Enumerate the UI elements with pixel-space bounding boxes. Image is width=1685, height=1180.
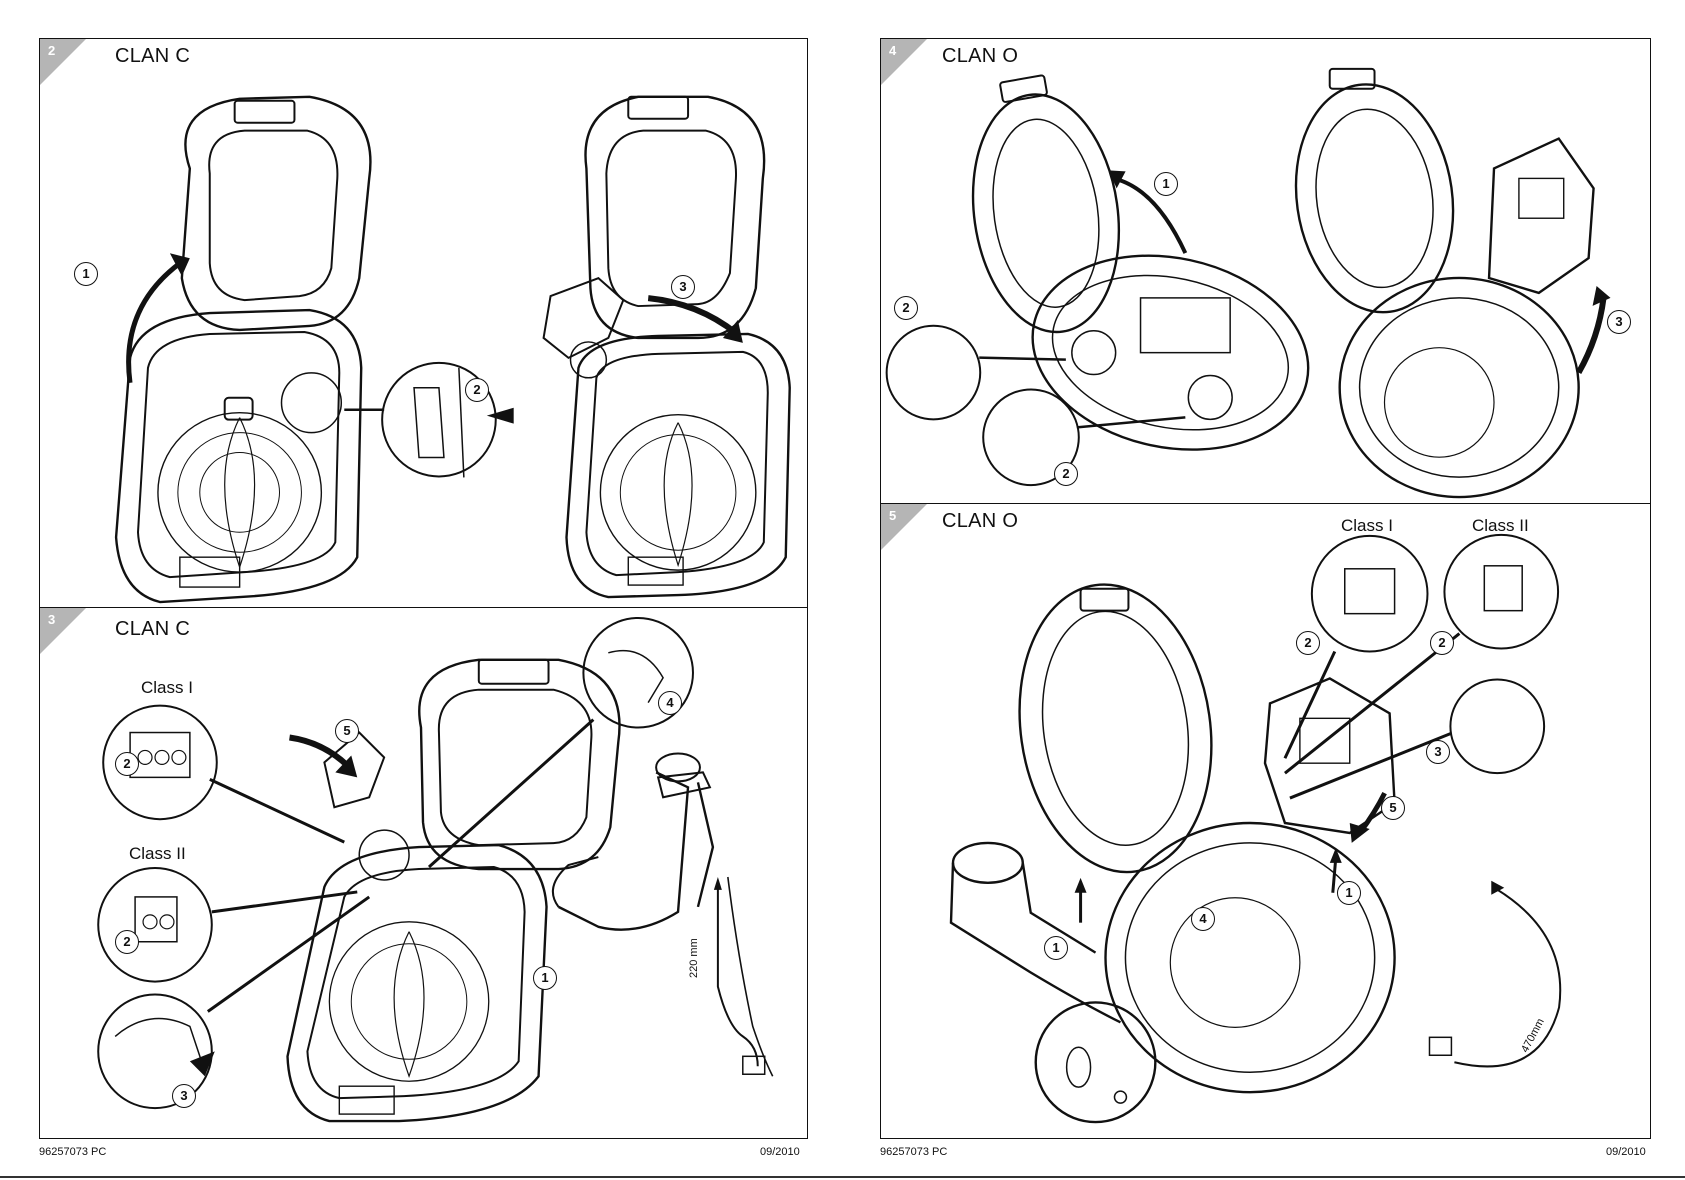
callout-2-lower: 2: [1054, 462, 1078, 486]
footer-code: 96257073 PC: [880, 1146, 947, 1158]
callout-1-arm: 1: [1044, 936, 1068, 960]
callout-1: 1: [74, 262, 98, 286]
housing-removal-illustration: [881, 39, 1650, 504]
wiring-connection-illustration: [40, 608, 807, 1138]
callout-1: 1: [1154, 172, 1178, 196]
callout-3: 3: [1426, 740, 1450, 764]
bottom-edge-rule: [0, 1176, 1685, 1178]
footer-date: 09/2010: [1606, 1146, 1646, 1158]
callout-2-class-ii: 2: [1430, 631, 1454, 655]
panel-step-2: 2 CLAN C: [39, 38, 808, 609]
left-page: 2 CLAN C: [0, 0, 842, 1180]
callout-2-class-i: 2: [1296, 631, 1320, 655]
cable-length-label: 220 mm: [688, 938, 700, 978]
callout-1-gear: 1: [1337, 881, 1361, 905]
right-page: 4 CLAN O: [843, 0, 1685, 1180]
panel-step-5: 5 CLAN O Class I Class II: [880, 503, 1651, 1139]
callout-2: 2: [465, 378, 489, 402]
callout-2-class-ii: 2: [115, 930, 139, 954]
panel-step-4: 4 CLAN O: [880, 38, 1651, 505]
callout-5: 5: [1381, 796, 1405, 820]
callout-2-upper: 2: [894, 296, 918, 320]
callout-3: 3: [172, 1084, 196, 1108]
footer-date: 09/2010: [760, 1146, 800, 1158]
callout-4: 4: [658, 691, 682, 715]
callout-4: 4: [1191, 907, 1215, 931]
callout-2-class-i: 2: [115, 752, 139, 776]
luminaire-opening-illustration: [40, 39, 807, 608]
callout-1: 1: [533, 966, 557, 990]
callout-5: 5: [335, 719, 359, 743]
panel-step-3: 3 CLAN C Class I Class II: [39, 607, 808, 1139]
callout-3: 3: [1607, 310, 1631, 334]
callout-3: 3: [671, 275, 695, 299]
footer-code: 96257073 PC: [39, 1146, 106, 1158]
